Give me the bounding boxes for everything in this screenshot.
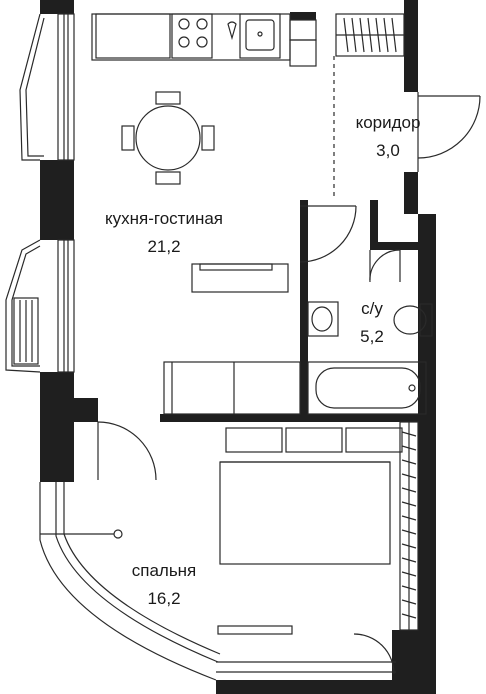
room-label-bathroom: с/у 5,2 <box>360 299 384 346</box>
corridor-wardrobe <box>335 13 405 57</box>
kitchen-door <box>299 205 357 263</box>
dining-table <box>121 91 215 185</box>
entrance-door <box>417 92 481 172</box>
room-area: 5,2 <box>360 327 384 346</box>
tv-unit <box>191 263 289 293</box>
room-area: 3,0 <box>376 141 400 160</box>
room-area: 21,2 <box>147 237 180 256</box>
radiator <box>13 297 39 365</box>
bedroom-door <box>97 421 157 481</box>
exterior-walls <box>40 0 436 694</box>
room-label-kitchen-living: кухня-гостиная 21,2 <box>105 209 223 256</box>
kitchen-counter <box>91 13 317 67</box>
bedroom-wardrobe <box>399 421 419 631</box>
left-windows <box>5 13 75 373</box>
room-label-bedroom: спальня 16,2 <box>132 561 197 608</box>
room-name: с/у <box>361 299 383 318</box>
bottom-door <box>353 633 395 675</box>
room-name: спальня <box>132 561 197 580</box>
interior-walls <box>74 12 432 422</box>
bed <box>219 427 403 565</box>
room-name: коридор <box>356 113 421 132</box>
sofa <box>163 361 301 415</box>
balcony-door <box>40 529 123 539</box>
room-name: кухня-гостиная <box>105 209 223 228</box>
bathroom-fixtures <box>307 249 433 415</box>
room-label-corridor: коридор 3,0 <box>356 113 421 160</box>
room-area: 16,2 <box>147 589 180 608</box>
bay-window <box>39 482 396 681</box>
